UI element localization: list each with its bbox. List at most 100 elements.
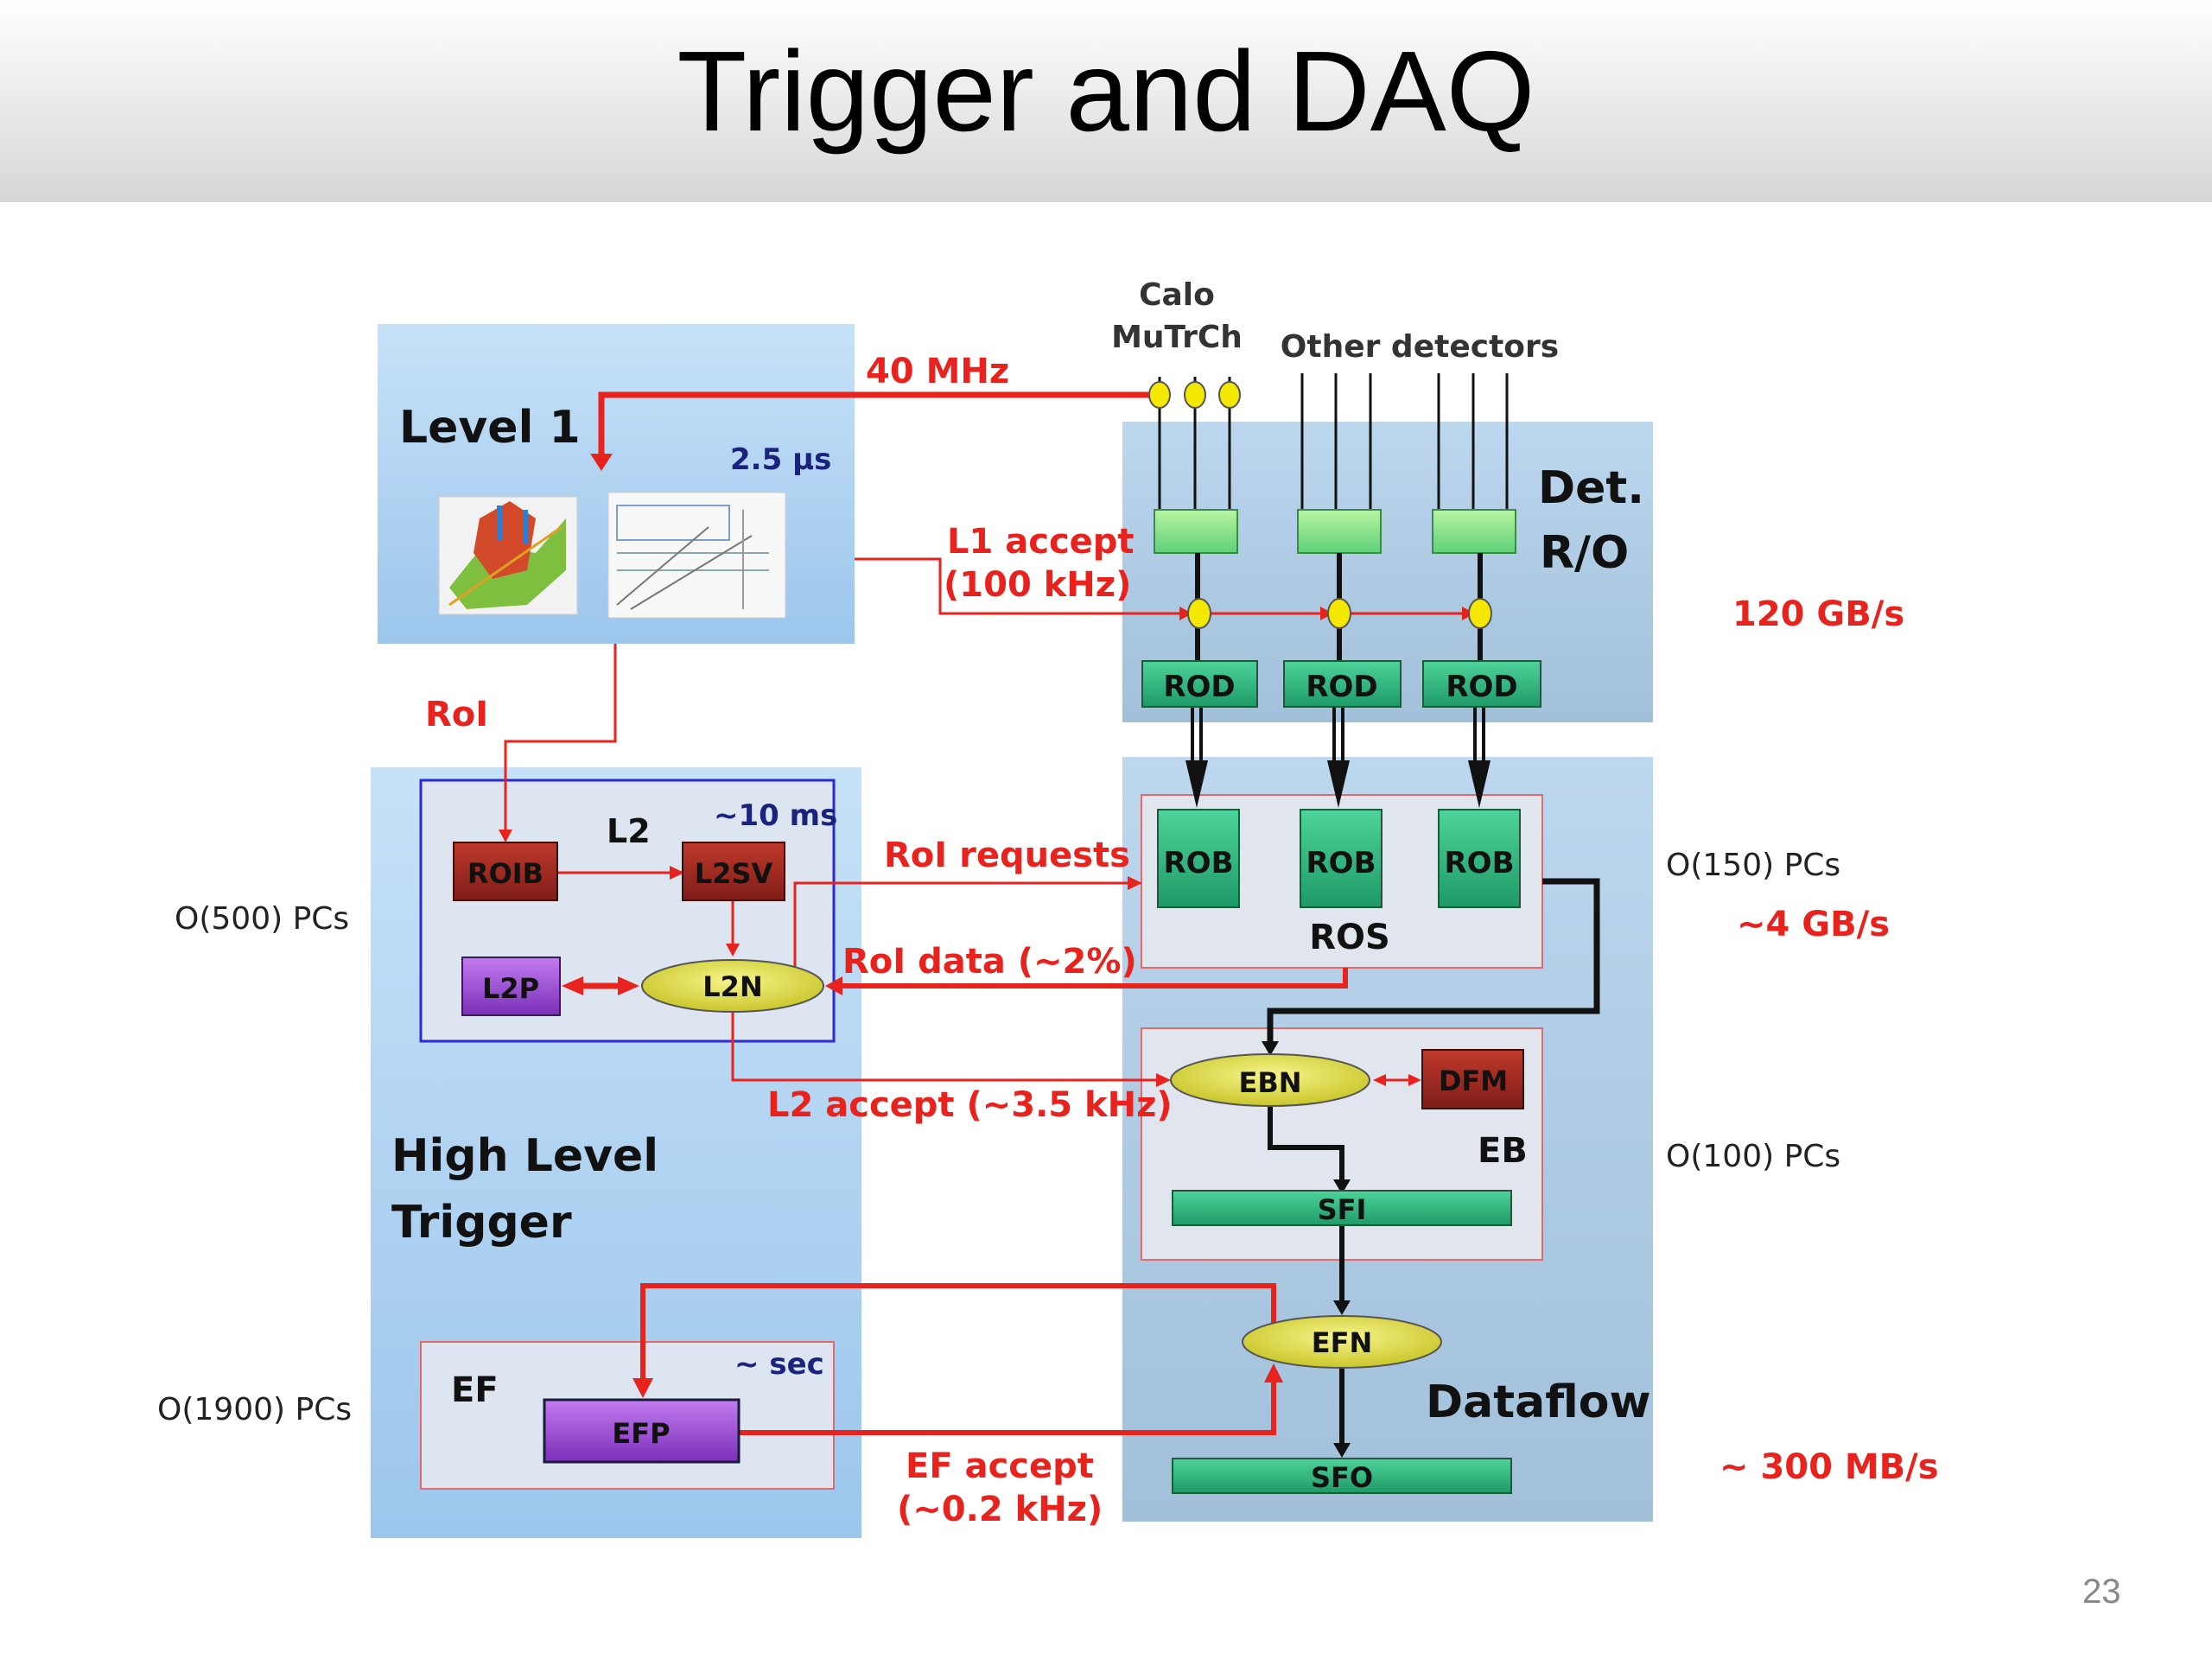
rate-4gb-label: ~4 GB/s [1737,905,1890,944]
rob-box-2: ROB [1300,809,1382,908]
muon-trigger-thumbnail [607,492,786,619]
svg-text:SFO: SFO [1311,1461,1373,1494]
arrow-rod1-rob1 [1185,760,1208,808]
arrow-dfm [1408,1074,1421,1086]
rod-box-1: ROD [1141,660,1258,708]
arrow-ef-accept [1264,1363,1283,1382]
l2p-box: L2P [461,957,561,1016]
rod-box-3: ROD [1422,660,1541,708]
level1-title: Level 1 [399,402,581,454]
svg-text:ROB: ROB [1164,846,1234,880]
arrow-to-efn [1333,1300,1351,1315]
flow-l1-accept [855,557,1191,615]
rob-box-1: ROB [1157,809,1240,908]
svg-text:L2SV: L2SV [695,857,773,890]
l2-label: L2 [607,812,651,850]
arrow-efn-efp [632,1378,653,1398]
pcs-1900-label: O(1900) PCs [157,1392,352,1427]
svg-text:EBN: EBN [1238,1066,1301,1099]
arrow-l1-accept-2 [1320,607,1333,620]
dfm-box: DFM [1421,1049,1524,1109]
svg-text:ROIB: ROIB [467,857,543,890]
frontend-module-calo [1154,509,1238,554]
det-ro-label-1: Det. [1538,462,1644,514]
svg-text:ROD: ROD [1446,670,1517,704]
eb-label: EB [1478,1131,1528,1171]
flow-roi [504,644,617,836]
arrow-l2sv-l2n [726,944,740,957]
ef-label: EF [451,1370,499,1410]
arrow-roi-requests [1128,876,1142,890]
svg-text:EFN: EFN [1312,1326,1373,1359]
pcs-500-label: O(500) PCs [175,901,349,937]
calorimeter-trigger-thumbnail [438,496,578,615]
svg-text:L2P: L2P [482,972,539,1005]
l2n-node: L2N [641,959,824,1013]
arrow-roi-data [825,976,842,995]
flow-efn-efp [640,1283,1276,1382]
det-ro-label-2: R/O [1540,527,1629,579]
ebn-node: EBN [1170,1053,1370,1107]
frontend-module-other-2 [1432,509,1516,554]
roi-label: RoI [425,695,488,734]
svg-text:ROD: ROD [1306,670,1377,704]
l2-accept-label: L2 accept (~3.5 kHz) [767,1085,1173,1125]
slide-title: Trigger and DAQ [677,28,1535,155]
svg-text:ROB: ROB [1306,846,1376,880]
arrow-to-sfo [1333,1443,1351,1458]
rate-40mhz-label: 40 MHz [866,352,1009,391]
roib-box: ROIB [453,842,558,901]
svg-text:DFM: DFM [1439,1065,1508,1097]
roi-data-label: RoI data (~2%) [842,942,1137,982]
rod-to-rob-links [1191,707,1485,760]
l2sv-box: L2SV [682,842,785,901]
svg-text:ROD: ROD [1163,670,1235,704]
efn-node: EFN [1242,1315,1442,1369]
ef-latency: ~ sec [734,1347,824,1382]
pcs-100-label: O(100) PCs [1666,1139,1840,1174]
detector-junction-nodes [1148,381,1241,409]
svg-text:SFI: SFI [1318,1193,1367,1226]
svg-text:L2N: L2N [702,970,762,1003]
roi-requests-label: RoI requests [884,836,1130,875]
flow-40mhz [598,391,1160,458]
arrow-l2-accept [1156,1073,1171,1087]
rate-120gb-label: 120 GB/s [1732,594,1904,634]
frontend-module-other-1 [1297,509,1382,554]
flow-l2-accept [731,1013,1162,1082]
page-number: 23 [2082,1573,2121,1611]
l1-accept-label-1: L1 accept [947,522,1135,562]
arrow-40mhz [590,454,613,471]
arrow-l2n-left [618,976,639,995]
dataflow-label: Dataflow [1426,1376,1651,1428]
ros-to-ebn-link [1267,878,1600,1046]
arrow-rod3-rob3 [1468,760,1491,808]
flow-roi-data [838,968,1348,988]
hlt-label-2: Trigger [391,1197,572,1249]
efp-box: EFP [543,1398,741,1464]
l2-latency: ~10 ms [714,798,837,833]
arrow-rod2-rob2 [1327,760,1350,808]
rate-300mb-label: ~ 300 MB/s [1719,1447,1939,1487]
flow-roi-requests [793,881,1139,968]
ef-accept-label-1: EF accept [906,1446,1094,1486]
ef-accept-label-2: (~0.2 kHz) [897,1490,1103,1529]
arrow-roib-l2sv [670,866,684,880]
rob-box-3: ROB [1438,809,1521,908]
arrow-to-ebn [1262,1041,1279,1056]
sfi-bar: SFI [1172,1190,1512,1226]
flow-ef-accept [739,1381,1276,1435]
svg-text:EFP: EFP [612,1417,670,1450]
pcs-150-label: O(150) PCs [1666,848,1840,883]
title-bar [0,0,2212,202]
l1-accept-junction-nodes [1187,598,1492,629]
l1-accept-label-2: (100 kHz) [944,565,1131,605]
arrow-l1-accept-1 [1179,607,1192,620]
rod-box-2: ROD [1283,660,1402,708]
ros-label: ROS [1309,918,1390,957]
svg-text:ROB: ROB [1445,846,1515,880]
arrow-to-sfi [1333,1179,1351,1194]
detector-input-lines [1158,373,1509,510]
level1-latency: 2.5 µs [730,442,831,477]
